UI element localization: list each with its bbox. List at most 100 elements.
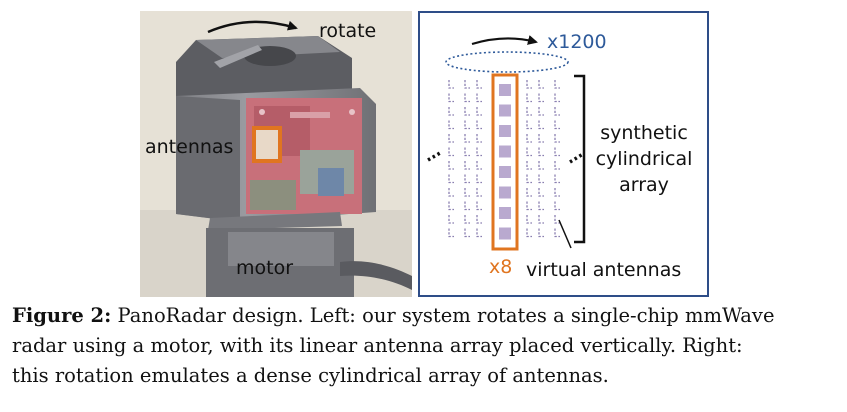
virtual-antenna	[538, 188, 544, 197]
virtual-antenna	[554, 120, 560, 130]
real-antenna-column	[499, 84, 511, 240]
synthetic-label-line2: cylindrical	[596, 148, 693, 170]
virtual-antenna	[538, 174, 544, 184]
virtual-antenna	[448, 134, 454, 143]
virtual-antenna	[448, 188, 454, 197]
virtual-antenna	[526, 107, 532, 116]
virtual-antenna	[526, 201, 532, 211]
virtual-antenna	[538, 120, 544, 130]
virtual-antenna	[554, 107, 560, 116]
virtual-antenna	[554, 174, 560, 184]
virtual-leader-line	[558, 219, 572, 249]
radar-pcb	[246, 98, 362, 214]
figure-label: Figure 2:	[12, 304, 112, 327]
virtual-antenna	[526, 188, 532, 197]
virtual-antenna	[464, 215, 470, 224]
virtual-antenna	[448, 215, 454, 224]
antenna-highlight-box	[252, 126, 282, 163]
virtual-antenna	[448, 120, 454, 130]
virtual-antenna	[526, 120, 532, 130]
virtual-antenna	[554, 201, 560, 211]
motor-mount	[206, 212, 412, 297]
virtual-antenna	[464, 174, 470, 184]
cylinder-top-ellipse	[445, 51, 569, 73]
virtual-antenna	[538, 161, 544, 170]
figure-caption: Figure 2: PanoRadar design. Left: our sy…	[12, 301, 842, 391]
caption-line-3: this rotation emulates a dense cylindric…	[12, 364, 609, 387]
virtual-antenna	[464, 201, 470, 211]
virtual-antenna	[464, 147, 470, 157]
caption-line-1: Figure 2: PanoRadar design. Left: our sy…	[12, 301, 842, 331]
motor-label: motor	[236, 257, 293, 279]
right-dots	[569, 152, 584, 164]
real-antenna-element	[499, 186, 511, 199]
diagram-border	[418, 11, 709, 297]
virtual-antenna	[538, 215, 544, 224]
virtual-antenna	[448, 80, 454, 89]
cylindrical-array-diagram	[418, 11, 709, 297]
caption-text-1: PanoRadar design. Left: our system rotat…	[111, 304, 775, 327]
count-label: x8	[489, 256, 512, 278]
virtual-antenna	[526, 134, 532, 143]
virtual-antenna	[476, 147, 482, 157]
real-antenna-element	[499, 207, 511, 219]
virtual-antenna	[526, 174, 532, 184]
virtual-antennas-label: virtual antennas	[526, 259, 681, 281]
real-antenna-element	[499, 227, 511, 240]
virtual-antenna	[448, 174, 454, 184]
caption-line-2: radar using a motor, with its linear ant…	[12, 334, 743, 357]
device-photo	[140, 11, 412, 297]
multiplier-label: x1200	[547, 31, 607, 53]
synthetic-label-line3: array	[619, 174, 669, 196]
virtual-antenna	[538, 134, 544, 143]
virtual-antenna	[476, 201, 482, 211]
virtual-antenna	[448, 147, 454, 157]
virtual-antenna	[526, 80, 532, 89]
virtual-antenna	[554, 134, 560, 143]
virtual-antenna	[464, 80, 470, 89]
virtual-antenna	[554, 80, 560, 89]
virtual-antenna	[538, 93, 544, 103]
virtual-antenna	[476, 134, 482, 143]
virtual-antenna	[526, 93, 532, 103]
synthetic-label-line1: synthetic	[600, 122, 688, 144]
real-antenna-element	[499, 145, 511, 158]
virtual-antenna	[476, 161, 482, 170]
virtual-antenna	[526, 161, 532, 170]
virtual-antenna	[464, 161, 470, 170]
virtual-antenna	[554, 147, 560, 157]
virtual-antenna	[526, 228, 532, 238]
virtual-antenna	[464, 93, 470, 103]
virtual-antenna	[538, 201, 544, 211]
real-antenna-element	[499, 104, 511, 117]
virtual-antenna	[526, 147, 532, 157]
virtual-antenna	[448, 107, 454, 116]
virtual-antenna	[464, 107, 470, 116]
antennas-label: antennas	[145, 136, 233, 158]
rotate-arrow	[207, 20, 298, 34]
virtual-antenna	[448, 161, 454, 170]
virtual-antenna	[538, 228, 544, 238]
virtual-antenna	[476, 80, 482, 89]
virtual-antenna	[476, 107, 482, 116]
virtual-antenna	[526, 215, 532, 224]
virtual-antenna	[554, 228, 560, 238]
virtual-antenna	[554, 161, 560, 170]
virtual-antenna	[464, 188, 470, 197]
virtual-antenna-grid	[448, 80, 560, 238]
diagram-rotate-arrow	[471, 35, 538, 46]
virtual-antenna	[464, 134, 470, 143]
array-bracket	[574, 74, 586, 244]
rotate-label: rotate	[319, 20, 376, 42]
virtual-antenna	[476, 120, 482, 130]
virtual-antenna	[476, 93, 482, 103]
real-antenna-element	[499, 125, 511, 137]
virtual-antenna	[476, 188, 482, 197]
virtual-antenna	[476, 174, 482, 184]
real-antenna-element	[499, 166, 511, 178]
left-dots	[427, 151, 441, 162]
virtual-antenna	[554, 188, 560, 197]
virtual-antenna	[538, 80, 544, 89]
virtual-antenna	[448, 201, 454, 211]
virtual-antenna	[538, 147, 544, 157]
